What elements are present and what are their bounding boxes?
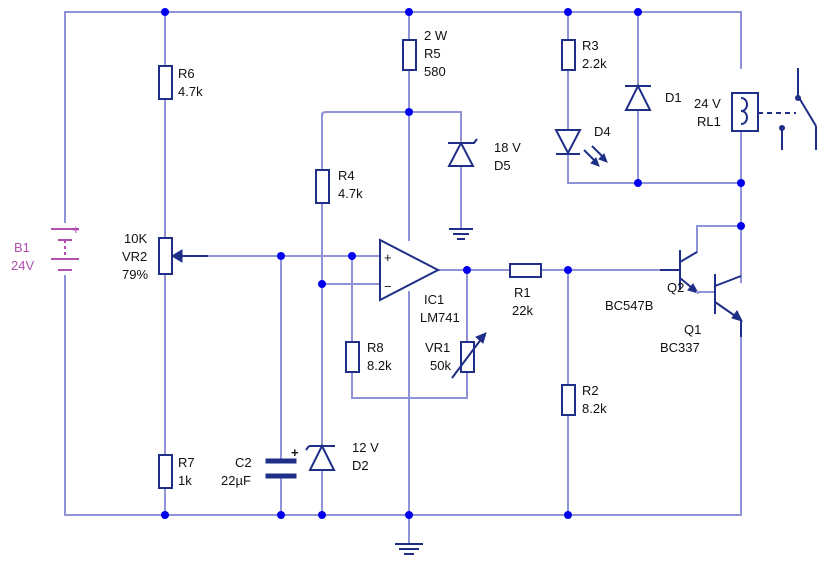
b1-value-label: 24V <box>11 258 34 273</box>
d4-ref-label: D4 <box>594 124 611 139</box>
r5-value-label: 580 <box>424 64 446 79</box>
resistor-r5: 2 W R5 580 <box>402 28 448 79</box>
d1-ref-label: D1 <box>665 90 682 105</box>
c2-value-label: 22µF <box>221 473 251 488</box>
r2-ref-label: R2 <box>582 383 599 398</box>
r7-value-label: 1k <box>178 473 192 488</box>
vr2-ref-label: VR2 <box>122 249 147 264</box>
r6-value-label: 4.7k <box>178 84 203 99</box>
resistor-r6: R6 4.7k <box>158 65 203 100</box>
r6-ref-label: R6 <box>178 66 195 81</box>
r8-value-label: 8.2k <box>367 358 392 373</box>
c2-plus-sign: + <box>291 445 299 460</box>
variable-resistor-vr1: VR1 50k <box>425 332 487 379</box>
d2-value-label: 12 V <box>352 440 379 455</box>
d5-ref-label: D5 <box>494 158 511 173</box>
d5-value-label: 18 V <box>494 140 521 155</box>
junction-dot <box>161 8 169 16</box>
q2-value-label: BC547B <box>605 298 653 313</box>
junction-dot <box>405 108 413 116</box>
q1-ref-label: Q1 <box>684 322 701 337</box>
ic1-ref-label: IC1 <box>424 292 444 307</box>
q1-value-label: BC337 <box>660 340 700 355</box>
r5-ref-label: R5 <box>424 46 441 61</box>
junction-dot <box>737 222 745 230</box>
ground-symbol-main <box>395 543 423 555</box>
vr2-setting-label: 79% <box>122 267 148 282</box>
r3-value-label: 2.2k <box>582 56 607 71</box>
resistor-r3: R3 2.2k <box>561 38 607 71</box>
r1-ref-label: R1 <box>514 285 531 300</box>
r7-ref-label: R7 <box>178 455 195 470</box>
wire-bottom-rail <box>64 334 742 516</box>
resistor-r8: R8 8.2k <box>345 340 392 373</box>
r5-power-label: 2 W <box>424 28 448 43</box>
resistor-r2: R2 8.2k <box>561 383 607 416</box>
junction-dot <box>348 252 356 260</box>
battery-plus-sign: + <box>72 222 80 237</box>
battery-b1: + B1 24V <box>11 222 80 273</box>
junction-dots <box>161 8 745 519</box>
zener-diode-d5: 18 V D5 <box>447 138 521 173</box>
r3-ref-label: R3 <box>582 38 599 53</box>
ic1-value-label: LM741 <box>420 310 460 325</box>
resistor-r7: R7 1k <box>158 454 195 489</box>
diode-d1: D1 <box>624 83 682 111</box>
wires <box>64 11 742 545</box>
junction-dot <box>161 511 169 519</box>
r4-ref-label: R4 <box>338 168 355 183</box>
rl1-value-label: 24 V <box>694 96 721 111</box>
junction-dot <box>737 179 745 187</box>
opamp-plus-pin: + <box>384 250 392 265</box>
led-d4: D4 <box>554 124 611 167</box>
junction-dot <box>277 252 285 260</box>
rl1-ref-label: RL1 <box>697 114 721 129</box>
c2-ref-label: C2 <box>235 455 252 470</box>
junction-dot <box>405 511 413 519</box>
q2-ref-label: Q2 <box>667 280 684 295</box>
potentiometer-vr2: 10K VR2 79% <box>122 231 208 282</box>
junction-dot <box>634 179 642 187</box>
junction-dot <box>463 266 471 274</box>
junction-dot <box>634 8 642 16</box>
resistor-r1: R1 22k <box>509 263 542 318</box>
capacitor-c2: + C2 22µF <box>221 445 299 488</box>
opamp-minus-pin: − <box>384 279 392 294</box>
r8-ref-label: R8 <box>367 340 384 355</box>
r4-value-label: 4.7k <box>338 186 363 201</box>
junction-dot <box>405 8 413 16</box>
junction-dot <box>564 266 572 274</box>
r2-value-label: 8.2k <box>582 401 607 416</box>
wire-upper-feed <box>320 111 462 141</box>
vr2-value-label: 10K <box>124 231 147 246</box>
vr1-value-label: 50k <box>430 358 451 373</box>
zener-diode-d2: 12 V D2 <box>305 440 379 473</box>
junction-dot <box>564 511 572 519</box>
resistor-r4: R4 4.7k <box>315 168 363 204</box>
junction-dot <box>318 511 326 519</box>
transistor-q2: Q2 BC547B <box>605 250 716 313</box>
b1-ref-label: B1 <box>14 240 30 255</box>
opamp-ic1: + − IC1 LM741 <box>379 238 460 325</box>
wire-r8-left <box>351 255 468 399</box>
wire-top-rail <box>64 11 742 69</box>
transistor-q1: Q1 BC337 <box>660 274 743 355</box>
junction-dot <box>564 8 572 16</box>
relay-rl1: 24 V RL1 <box>694 68 817 150</box>
junction-dot <box>318 280 326 288</box>
junction-dot <box>277 511 285 519</box>
r1-value-label: 22k <box>512 303 533 318</box>
wire-r3-d4 <box>567 11 742 184</box>
d2-ref-label: D2 <box>352 458 369 473</box>
ground-symbol-d5 <box>449 228 473 240</box>
vr1-ref-label: VR1 <box>425 340 450 355</box>
wire-relay-collector <box>696 129 742 253</box>
